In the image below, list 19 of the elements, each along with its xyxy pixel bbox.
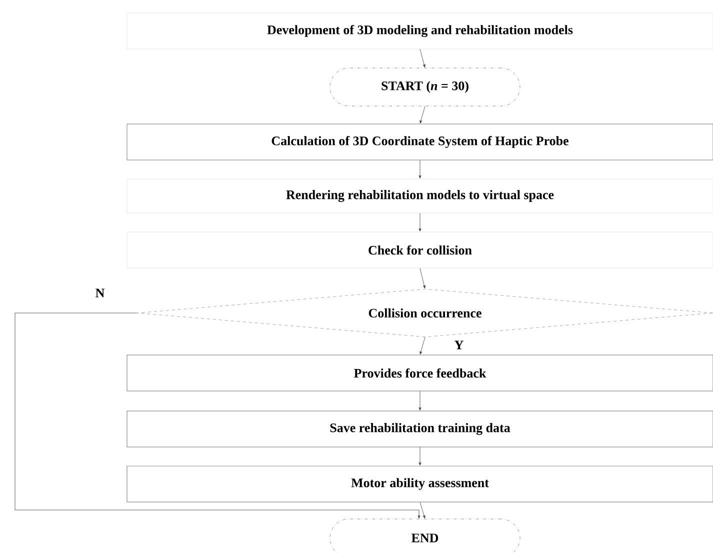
- edge-label: N: [94, 288, 106, 298]
- arrow: [418, 447, 422, 466]
- arrow: [420, 268, 426, 288]
- process-box: Rendering rehabilitation models to virtual space: [126, 178, 713, 214]
- process-box: Provides force feedback: [126, 354, 713, 392]
- arrow: [418, 391, 422, 410]
- edge-label: Y: [453, 340, 465, 350]
- process-box: Development of 3D modeling and rehabilitation models: [126, 12, 713, 50]
- arrow: [420, 49, 426, 68]
- process-box: Check for collision: [126, 232, 713, 268]
- arrow: [420, 337, 426, 354]
- process-box: Save rehabilitation training data: [126, 410, 713, 448]
- arrow: [14, 312, 420, 518]
- process-box: Motor ability assessment: [126, 466, 713, 502]
- process-box: Calculation of 3D Coordinate System of Haptic Probe: [126, 124, 713, 160]
- arrow: [420, 502, 426, 518]
- arrow: [420, 106, 426, 124]
- arrow: [418, 213, 422, 232]
- arrow: [418, 160, 422, 178]
